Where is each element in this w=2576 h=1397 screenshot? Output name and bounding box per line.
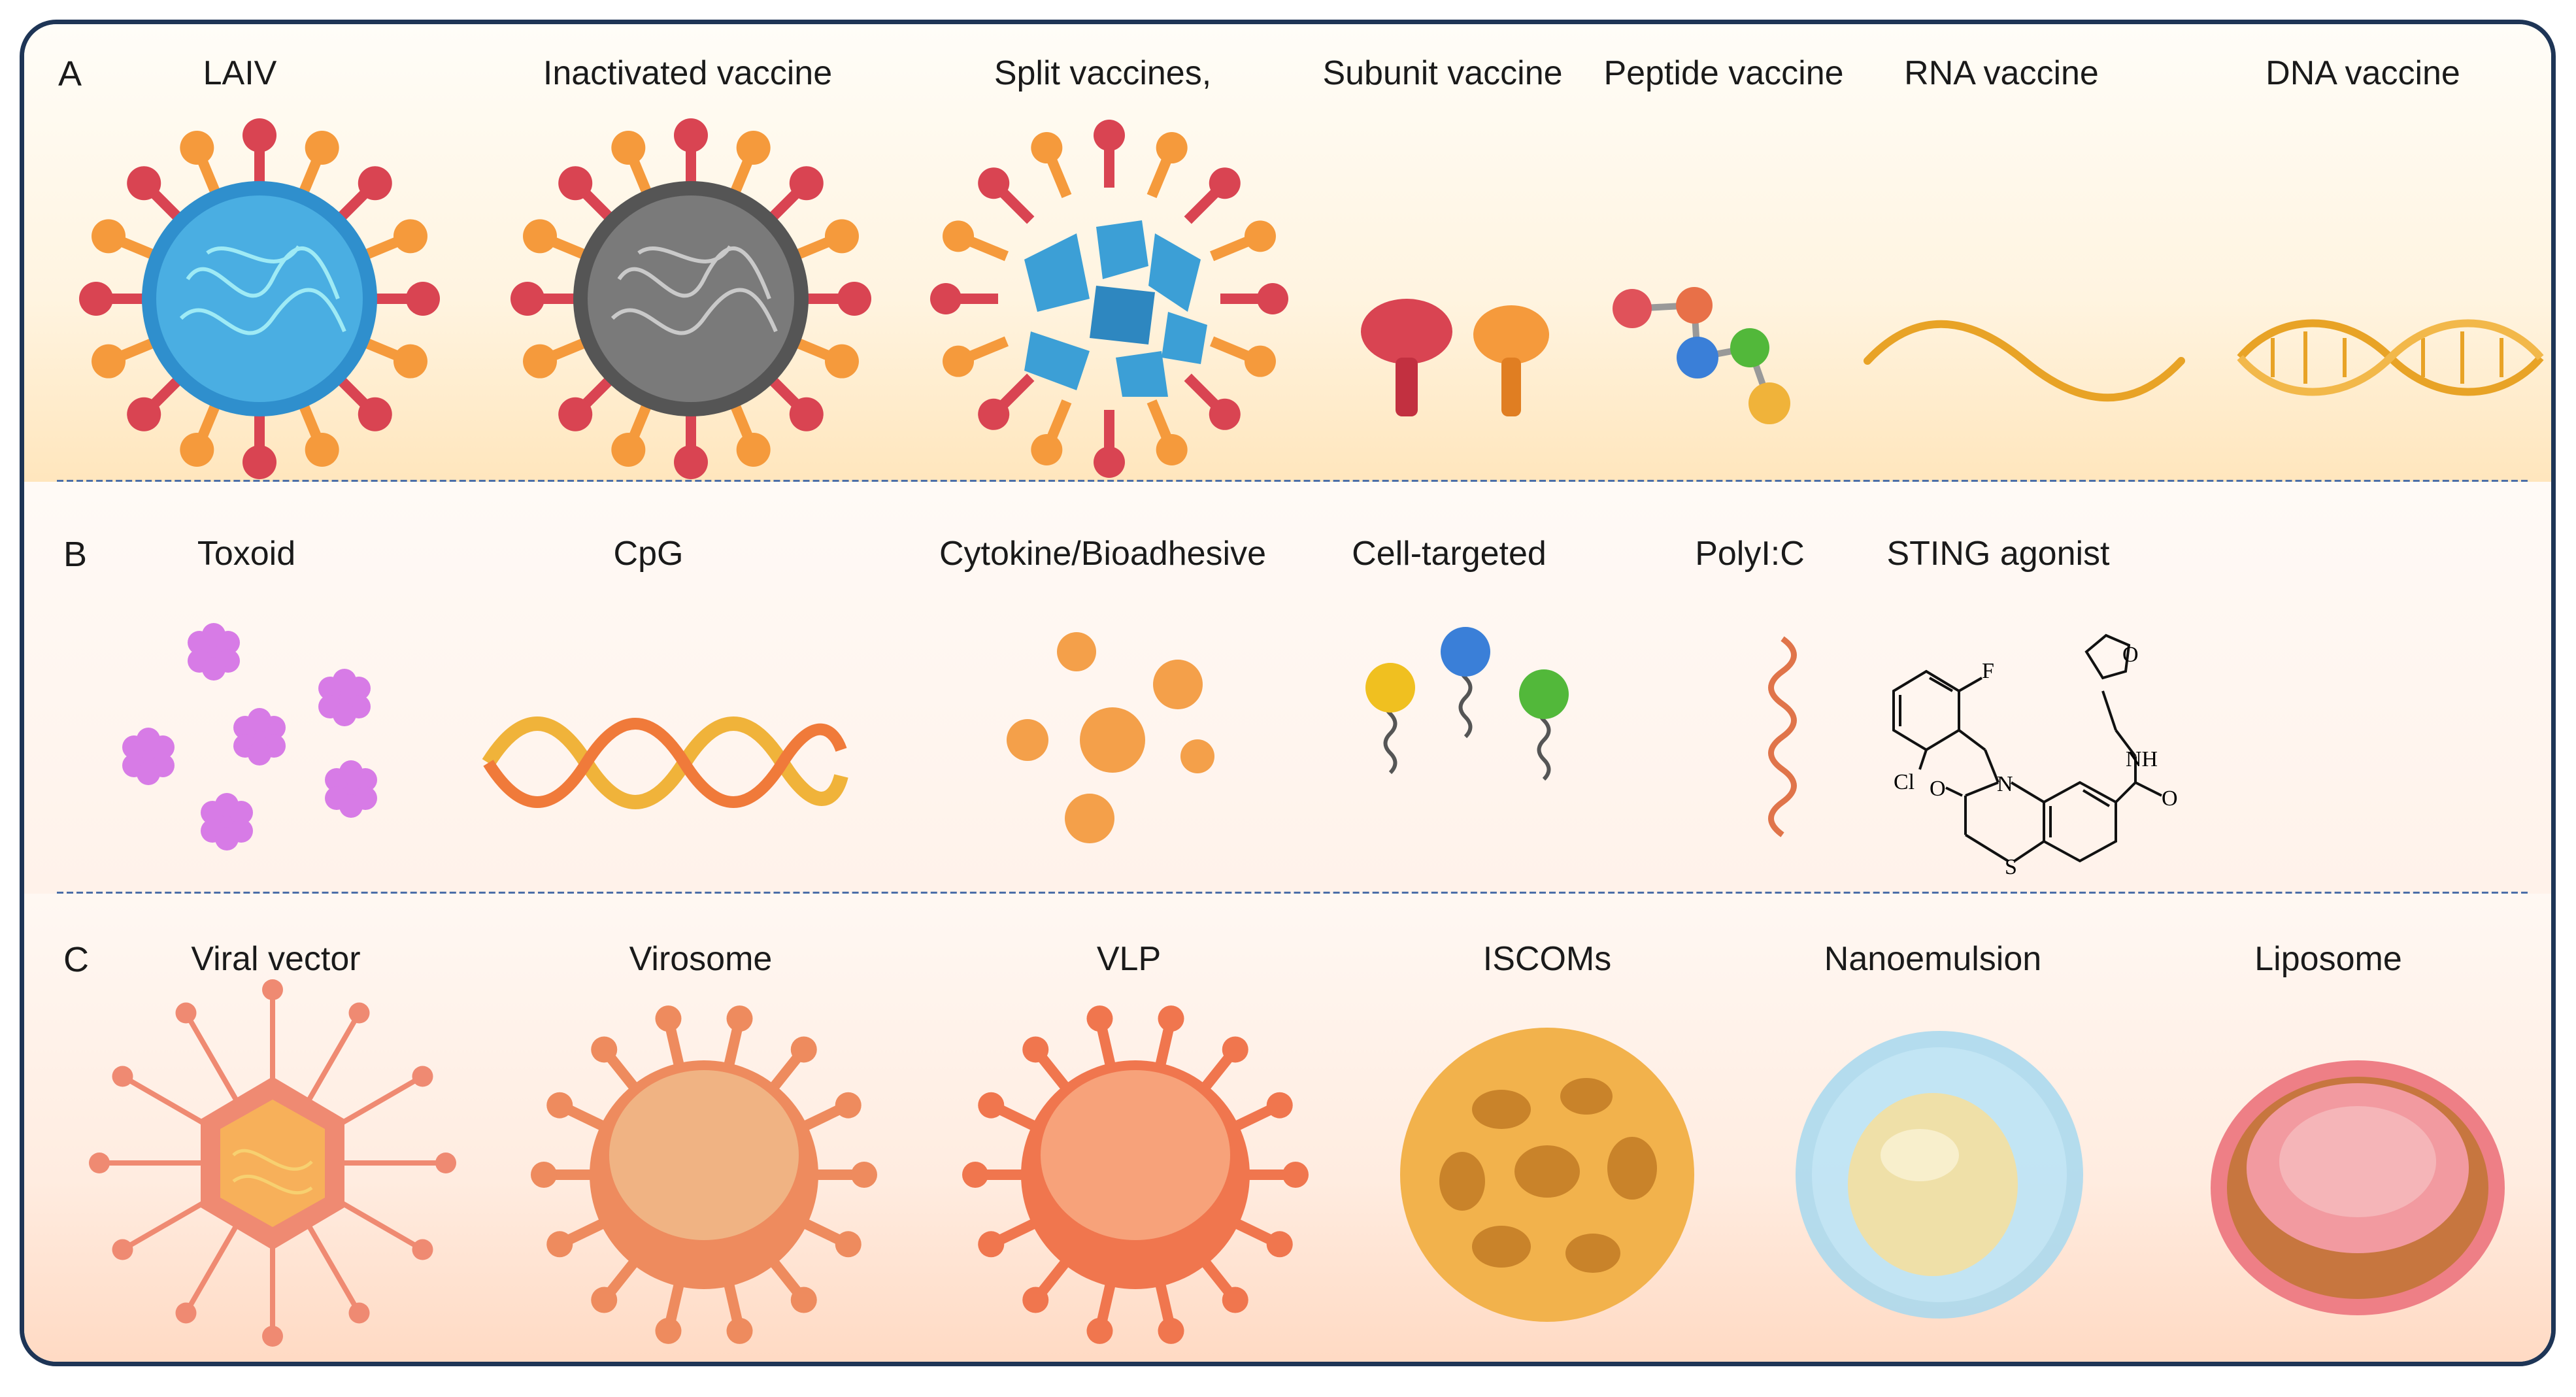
chem-label-o-furan: O [2122,643,2139,667]
chem-label-cl: Cl [1894,770,1915,794]
panel-letter-c: C [63,940,89,979]
panel-c-delivery-systems: C Viral vector Virosome VLP ISCOMs Nanoe… [24,894,2551,1362]
label-iscoms: ISCOMs [1482,940,1612,978]
panel-b-adjuvants: B Toxoid CpG Cytokine/Bioadhesive Cell-t… [24,482,2551,894]
subunit-protein-image [1361,299,1549,416]
liposome-image [2211,1060,2505,1315]
figure-frame: A LAIV Inactivated vaccine Split vaccine… [20,20,2556,1366]
virosome-image [531,1005,877,1344]
chem-label-o-carbonyl: O [1930,777,1946,801]
label-laiv: LAIV [203,54,277,92]
divider-a-b [57,480,2528,483]
label-nanoemulsion: Nanoemulsion [1824,940,2042,978]
panel-letter-b: B [63,535,88,574]
peptide-image [1613,287,1790,424]
label-viral-vector: Viral vector [191,940,361,978]
label-peptide-vaccine: Peptide vaccine [1603,54,1844,92]
label-vlp: VLP [1096,940,1162,978]
chem-label-s: S [2005,855,2017,879]
split-virus-image [930,120,1288,478]
laiv-virus-image [79,118,440,479]
cpg-ribbon-image [482,716,848,809]
vlp-image [962,1005,1309,1344]
iscoms-image [1400,1028,1694,1322]
panel-a-antigens: A LAIV Inactivated vaccine Split vaccine… [24,24,2551,482]
dna-helix-image [2237,319,2544,396]
polyic-strand-image [1768,636,1797,837]
label-subunit-vaccine: Subunit vaccine [1322,54,1563,92]
chem-label-nh: NH [2126,747,2158,771]
label-liposome: Liposome [2254,940,2402,978]
label-toxoid: Toxoid [197,535,296,573]
label-cytokine-bioadhesive: Cytokine/Bioadhesive [939,535,1267,573]
label-inactivated-vaccine: Inactivated vaccine [543,54,833,92]
label-cell-targeted: Cell-targeted [1352,535,1547,573]
label-rna-vaccine: RNA vaccine [1904,54,2099,92]
label-sting-agonist: STING agonist [1886,535,2110,573]
rna-strand-image [1864,320,2185,402]
label-cpg: CpG [613,535,684,573]
viral-vector-image [89,979,456,1347]
chem-label-n: N [1997,772,2013,796]
divider-b-c [57,892,2528,895]
label-virosome: Virosome [629,940,773,978]
inactivated-virus-image [510,118,871,479]
label-split-vaccines: Split vaccines, [994,54,1212,92]
cell-targeted-image [1365,627,1569,781]
chem-label-o-amide: O [2162,786,2178,811]
sting-agonist-structure: F Cl N NH O O O S [1892,633,2178,879]
label-dna-vaccine: DNA vaccine [2266,54,2460,92]
toxoid-clusters-image [122,623,377,850]
label-polyic: PolyI:C [1695,535,1805,573]
chem-label-f: F [1982,659,1994,683]
cytokine-spheres-image [1007,632,1214,843]
panel-letter-a: A [58,54,82,93]
nanoemulsion-image [1796,1031,2083,1319]
